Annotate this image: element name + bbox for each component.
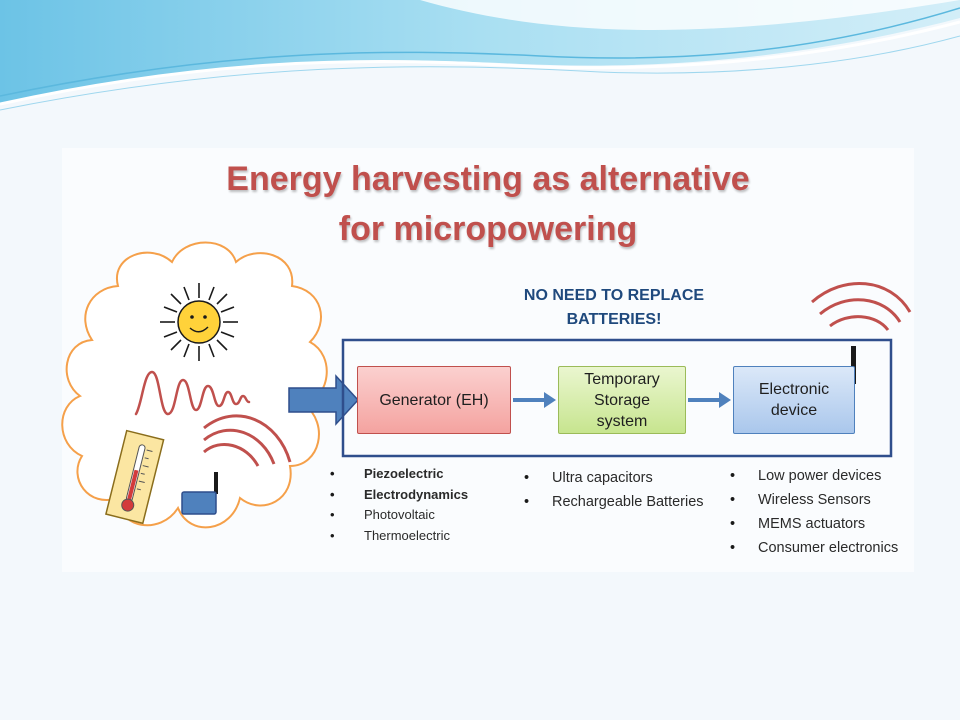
header-wave-decoration xyxy=(0,0,960,111)
device-box: Electronic device xyxy=(733,366,855,434)
list-item: Wireless Sensors xyxy=(724,488,898,512)
device-label-line-2: device xyxy=(770,402,818,419)
wireless-sensor-icon xyxy=(181,414,292,515)
no-battery-callout: NO NEED TO REPLACE BATTERIES! xyxy=(494,284,734,332)
thermometer-icon xyxy=(105,429,165,525)
storage-box: Temporary Storage system xyxy=(558,366,686,434)
generator-label: Generator (EH) xyxy=(379,391,489,409)
input-arrow xyxy=(288,374,360,426)
list-item: Photovoltaic xyxy=(324,505,468,526)
harvesting-sources-list: Piezoelectric Electrodynamics Photovolta… xyxy=(324,464,468,546)
sun-icon xyxy=(160,283,238,361)
list-item: Rechargeable Batteries xyxy=(518,490,704,514)
flow-arrow-1 xyxy=(513,392,556,408)
storage-label-line-2: Storage xyxy=(593,391,651,409)
system-frame xyxy=(341,338,893,458)
callout-line-1: NO NEED TO REPLACE xyxy=(523,287,705,304)
list-item: Thermoelectric xyxy=(324,526,468,547)
title-line-2: for micropowering xyxy=(338,210,638,248)
list-item: Low power devices xyxy=(724,464,898,488)
flow-arrow-2 xyxy=(688,392,731,408)
list-item: Piezoelectric xyxy=(324,464,468,485)
device-types-list: Low power devices Wireless Sensors MEMS … xyxy=(724,464,898,560)
generator-box: Generator (EH) xyxy=(357,366,511,434)
signal-waves-icon xyxy=(811,282,912,331)
list-item: Ultra capacitors xyxy=(518,466,704,490)
storage-label-line-3: system xyxy=(596,412,648,430)
storage-options-list: Ultra capacitors Rechargeable Batteries xyxy=(518,466,704,514)
device-label-line-1: Electronic xyxy=(758,381,830,398)
storage-label-line-1: Temporary xyxy=(584,370,660,388)
list-item: MEMS actuators xyxy=(724,512,898,536)
antenna-icon xyxy=(851,346,856,384)
list-item: Consumer electronics xyxy=(724,536,898,560)
energy-sources-cloud xyxy=(61,241,328,529)
title-line-1: Energy harvesting as alternative xyxy=(226,160,750,198)
wave-icon xyxy=(134,370,251,416)
list-item: Electrodynamics xyxy=(324,485,468,506)
callout-line-2: BATTERIES! xyxy=(566,311,662,328)
